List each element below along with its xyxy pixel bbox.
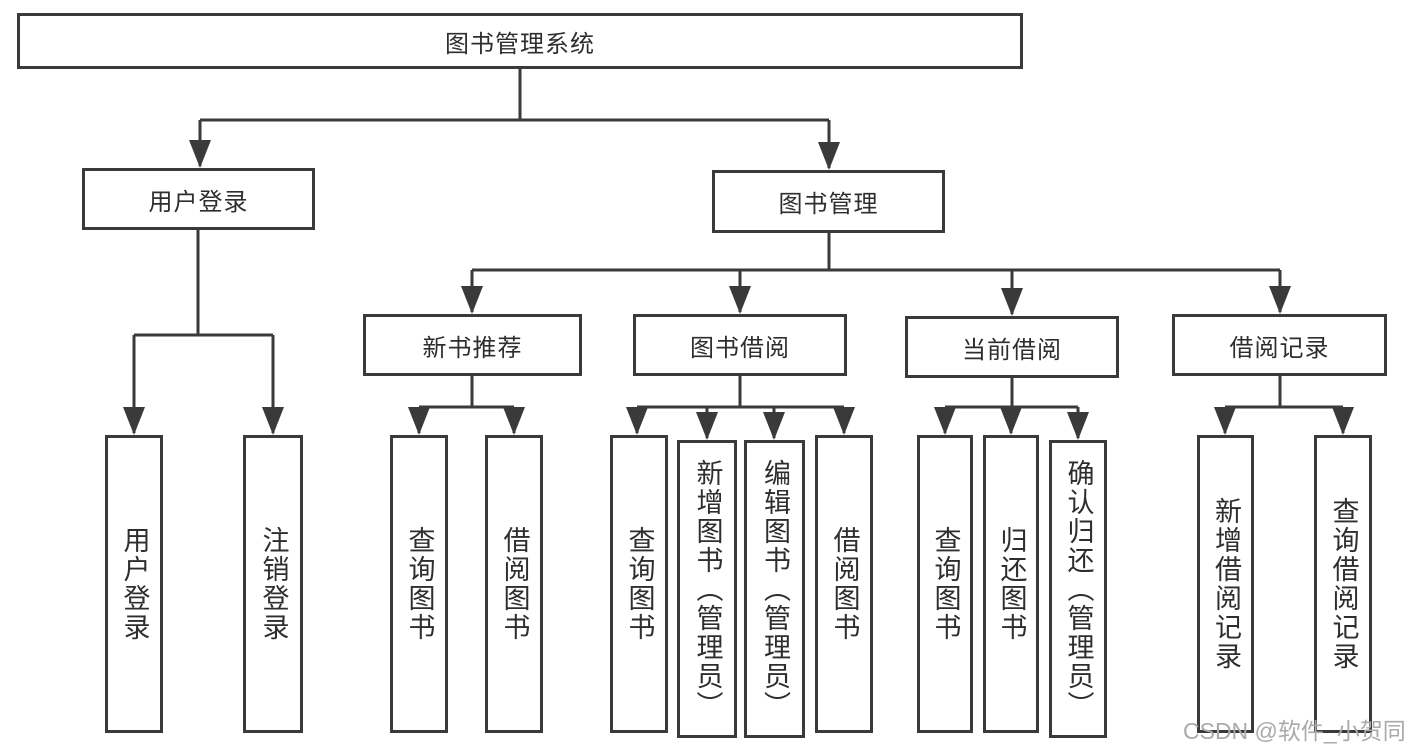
- connector-root-to-level2: [189, 69, 840, 170]
- node-new-book-recommend: 新书推荐: [363, 314, 582, 376]
- arrowhead: [934, 407, 956, 435]
- csdn-watermark: CSDN @软件_小贺同学: [1183, 718, 1405, 744]
- arrowhead: [763, 412, 785, 440]
- leaf-query-books-recommend: 查询图书: [390, 435, 448, 733]
- arrowhead: [833, 407, 855, 435]
- leaf-add-borrow-record: 新增借阅记录: [1197, 435, 1254, 733]
- leaf-borrow-books: 借阅图书: [815, 435, 873, 733]
- leaf-query-books-current: 查询图书: [917, 435, 973, 733]
- arrowhead: [461, 286, 483, 314]
- leaf-return-books: 归还图书: [983, 435, 1039, 733]
- arrowhead: [1067, 412, 1089, 440]
- leaf-borrow-books-recommend: 借阅图书: [485, 435, 543, 733]
- leaf-query-borrow-record: 查询借阅记录: [1314, 435, 1372, 733]
- arrowhead: [503, 407, 525, 435]
- leaf-confirm-return-admin: 确认归还（管理员）: [1049, 440, 1107, 738]
- node-user-login: 用户登录: [82, 168, 315, 230]
- arrowhead: [262, 407, 284, 435]
- arrowhead: [696, 412, 718, 440]
- arrowhead: [1214, 407, 1236, 435]
- node-root-library-system: 图书管理系统: [17, 13, 1023, 69]
- connector-newbooks-to-leaves: [408, 376, 525, 435]
- leaf-logout: 注销登录: [243, 435, 303, 733]
- connector-borrow-to-leaves: [626, 376, 855, 440]
- arrowhead: [1269, 286, 1291, 314]
- connector-userlogin-to-leaves: [123, 230, 284, 435]
- arrowhead: [123, 407, 145, 435]
- arrowhead: [408, 407, 430, 435]
- node-current-borrow: 当前借阅: [905, 316, 1119, 378]
- leaf-edit-books-admin: 编辑图书（管理员）: [744, 440, 805, 738]
- node-borrow-records: 借阅记录: [1172, 314, 1387, 376]
- arrowhead: [626, 407, 648, 435]
- leaf-query-books-borrow: 查询图书: [610, 435, 668, 733]
- arrowhead: [189, 140, 211, 168]
- leaf-add-books-admin: 新增图书（管理员）: [677, 440, 737, 738]
- arrowhead: [1000, 407, 1022, 435]
- connector-bookmgmt-to-level3: [461, 233, 1291, 316]
- connector-current-to-leaves: [934, 378, 1089, 440]
- connector-records-to-leaves: [1214, 376, 1354, 435]
- arrowhead: [1001, 288, 1023, 316]
- arrowhead: [818, 142, 840, 170]
- leaf-user-login: 用户登录: [105, 435, 163, 733]
- node-book-borrow: 图书借阅: [633, 314, 847, 376]
- node-book-management: 图书管理: [712, 170, 945, 233]
- arrowhead: [729, 286, 751, 314]
- arrowhead: [1332, 407, 1354, 435]
